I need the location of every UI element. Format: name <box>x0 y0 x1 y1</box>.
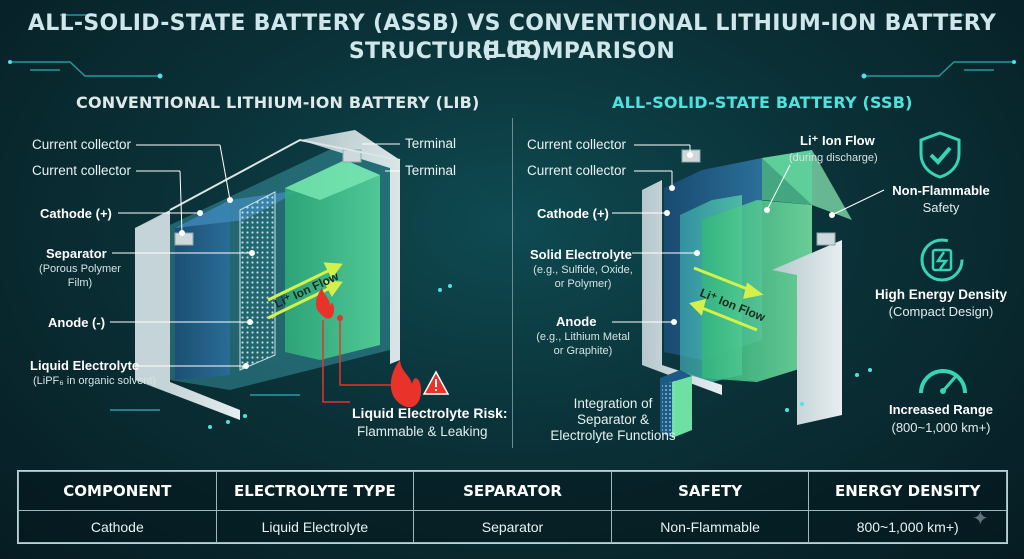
battery-charge-icon <box>920 238 964 282</box>
ssb-anode-sub: (e.g., Lithium Metal or Graphite) <box>536 331 630 357</box>
table-cell-component: Cathode <box>18 510 217 543</box>
risk-title: Liquid Electrolyte Risk: <box>352 405 508 421</box>
lib-terminal-label-2: Terminal <box>405 163 457 178</box>
shield-check-icon <box>919 131 961 179</box>
lib-liquid-electrolyte-sub: (LiPF₆ in organic solvent) <box>33 375 157 387</box>
title-circuit-decoration <box>8 14 1016 79</box>
feature-subtitle-2: (800~1,000 km+) <box>891 420 991 435</box>
ssb-ion-flow-title: Li⁺ Ion Flow <box>800 133 875 148</box>
integration-label: Integration of Separator & Electrolyte F… <box>550 396 676 443</box>
lib-terminal-label-1: Terminal <box>405 136 457 151</box>
feature-subtitle-1: (Compact Design) <box>888 304 994 319</box>
ssb-solid-electrolyte-sub: (e.g., Sulfide, Oxide, or Polymer) <box>533 264 633 290</box>
table-header-electrolyte-type: ELECTROLYTE TYPE <box>215 471 415 511</box>
ssb-anode-label: Anode <box>556 314 597 329</box>
table-header-safety: SAFETY <box>610 471 810 511</box>
feature-title-2: Increased Range <box>888 402 994 417</box>
table-header-component: COMPONENT <box>18 471 217 511</box>
comparison-table: COMPONENT ELECTROLYTE TYPE SEPARATOR SAF… <box>17 470 1008 544</box>
lib-section-title: CONVENTIONAL LITHIUM-ION BATTERY (LIB) <box>76 93 480 112</box>
table-row: Cathode Liquid Electrolyte Separator Non… <box>18 510 1007 543</box>
ssb-cathode-label: Cathode (+) <box>537 206 609 221</box>
risk-subtitle: Flammable & Leaking <box>357 424 488 439</box>
table-cell-separator: Separator <box>413 510 612 543</box>
main-title-line2: STRUCTURE COMPARISON <box>348 39 676 64</box>
ssb-current-collector-label-2: Current collector <box>527 163 627 178</box>
lib-battery-diagram <box>110 130 452 429</box>
ssb-current-collector-label-1: Current collector <box>527 137 627 152</box>
ssb-ion-flow-sub: (during discharge) <box>789 152 878 164</box>
ssb-solid-electrolyte-label: Solid Electrolyte <box>530 247 632 262</box>
ssb-section-title: ALL-SOLID-STATE BATTERY (SSB) <box>612 93 913 112</box>
table-cell-safety: Non-Flammable <box>610 510 810 543</box>
lib-anode-label: Anode (-) <box>48 315 106 330</box>
sparkle-icon: ✦ <box>972 508 989 530</box>
table-cell-electrolyte-type: Liquid Electrolyte <box>215 510 415 543</box>
lib-separator-sub: (Porous Polymer Film) <box>39 263 121 289</box>
feature-title-1: High Energy Density <box>874 287 1008 302</box>
main-title-line1: ALL-SOLID-STATE BATTERY (ASSB) VS CONVEN… <box>27 11 997 63</box>
table-header-row: COMPONENT ELECTROLYTE TYPE SEPARATOR SAF… <box>18 471 1007 511</box>
lib-cathode-label: Cathode (+) <box>40 206 112 221</box>
section-divider <box>512 118 513 448</box>
speedometer-icon <box>919 369 967 394</box>
ssb-battery-diagram <box>612 144 885 438</box>
table-header-separator: SEPARATOR <box>413 471 612 511</box>
table-header-energy-density: ENERGY DENSITY <box>808 471 1007 511</box>
feature-subtitle-0: Safety <box>922 200 960 215</box>
feature-title-0: Non-Flammable <box>892 183 990 198</box>
lib-current-collector-label-2: Current collector <box>32 163 132 178</box>
lib-current-collector-label-1: Current collector <box>32 137 132 152</box>
table-cell-energy-density: 800~1,000 km+) <box>808 510 1007 543</box>
lib-separator-label: Separator <box>46 246 107 261</box>
lib-liquid-electrolyte-label: Liquid Electrolyte <box>30 358 140 373</box>
